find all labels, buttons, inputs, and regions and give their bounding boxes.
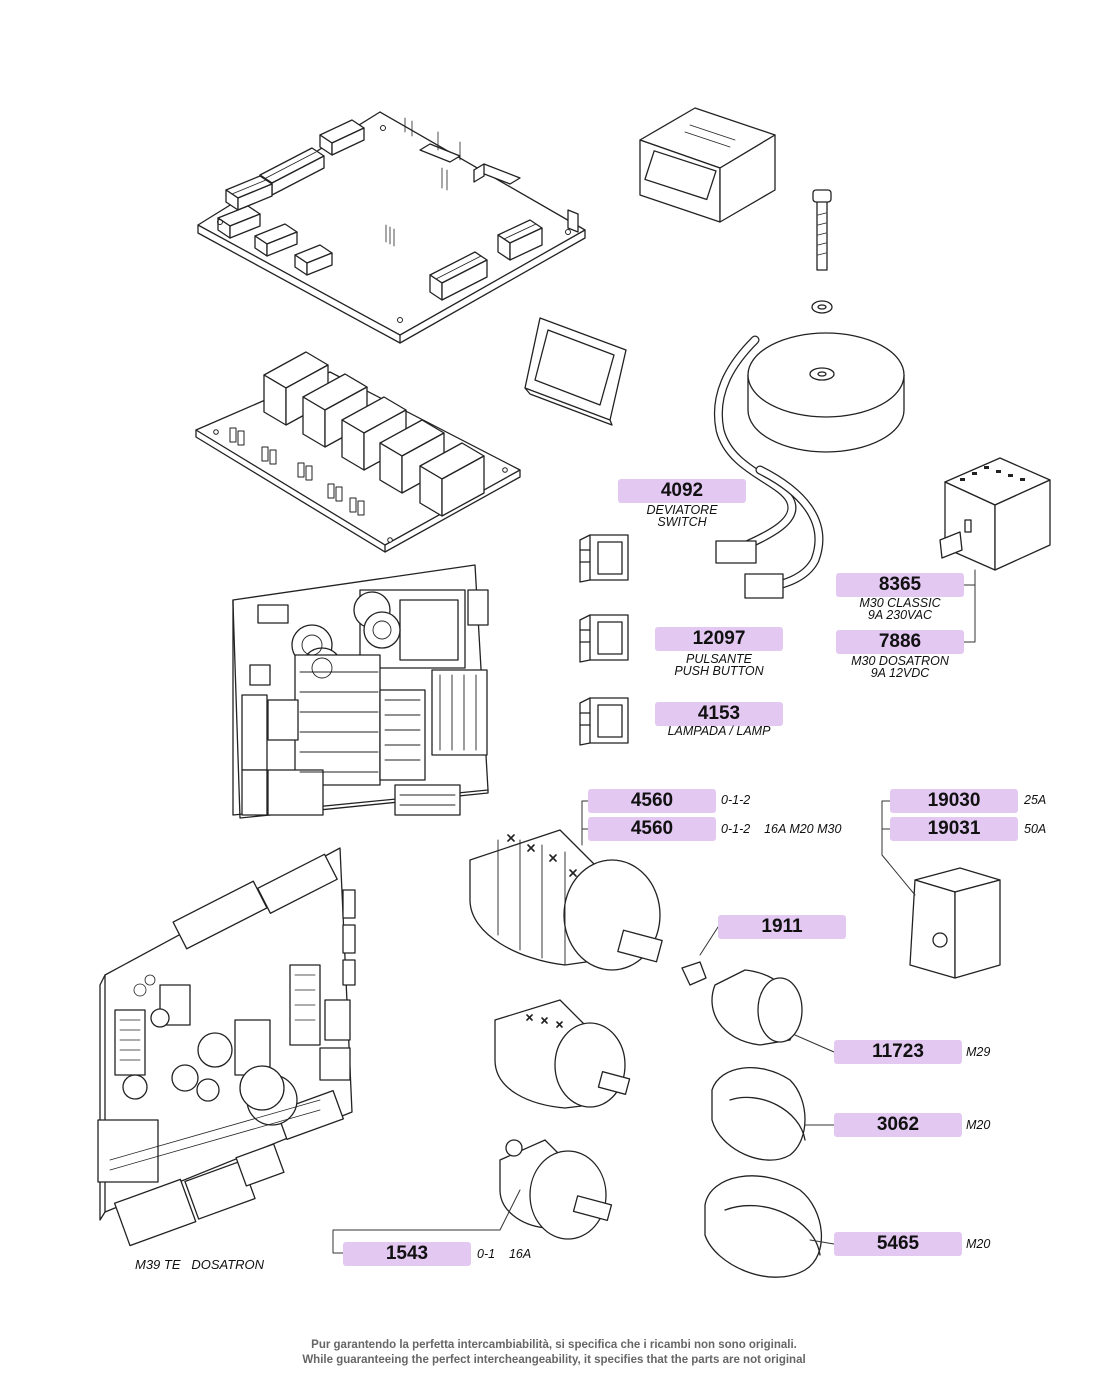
rotary-switch-medium: [494, 999, 631, 1109]
caption-9a-12vdc: 9A 12VDC: [870, 666, 930, 680]
contactor: [939, 457, 1051, 571]
rotary-switch-small: [499, 1139, 613, 1240]
rotary-switch-large: [469, 829, 663, 971]
knob-5465: [704, 1175, 823, 1278]
knob-11723: [711, 969, 803, 1046]
note-19030: 25A: [1024, 793, 1047, 807]
note-1543: 0-1 16A: [477, 1247, 532, 1261]
relay-module: [639, 107, 776, 223]
caption-push-button: PUSH BUTTON: [674, 664, 764, 678]
knob-3062: [711, 1067, 806, 1161]
part-code-1911: 1911: [718, 915, 846, 939]
note-3062: M20: [966, 1118, 991, 1132]
relay-board: [195, 351, 521, 553]
footer-disclaimer-en: While guaranteeing the perfect interchea…: [302, 1354, 806, 1366]
note-11723: M29: [966, 1045, 991, 1059]
note-19031: 50A: [1024, 822, 1047, 836]
lcd-display: [524, 317, 627, 426]
note-5465: M20: [966, 1237, 991, 1251]
switch-12097: [579, 614, 629, 663]
caption-9a-230vac: 9A 230VAC: [867, 608, 933, 622]
switch-4153: [579, 697, 629, 746]
part-code-4153: 4153: [655, 702, 783, 726]
electronic-board-m39: [97, 847, 356, 1247]
note-4560-b: 0-1-2 16A M20 M30: [721, 822, 842, 836]
knob-clip-1911: [681, 961, 707, 986]
control-board-top: [197, 111, 586, 344]
caption-lampada: LAMPADA / LAMP: [667, 724, 771, 738]
board-label: M39 TE DOSATRON: [135, 1257, 265, 1272]
caption-m30-classic: M30 CLASSIC: [859, 596, 941, 610]
part-code-19031: 19031: [890, 817, 1018, 841]
leader-lines: [332, 569, 976, 1254]
part-code-19030: 19030: [890, 789, 1018, 813]
caption-switch: SWITCH: [657, 515, 707, 529]
part-code-1543: 1543: [343, 1242, 471, 1266]
terminal-block: [909, 867, 1001, 979]
part-code-4560-b: 4560: [588, 817, 716, 841]
part-code-8365: 8365: [836, 573, 964, 597]
caption-m30-dosatron: M30 DOSATRON: [851, 654, 949, 668]
part-code-5465: 5465: [834, 1232, 962, 1256]
switch-4092: [579, 534, 629, 583]
footer-disclaimer-it: Pur garantendo la perfetta intercambiabi…: [311, 1339, 797, 1351]
transformer: [714, 189, 905, 599]
part-code-3062: 3062: [834, 1113, 962, 1137]
part-code-12097: 12097: [655, 627, 783, 651]
part-code-11723: 11723: [834, 1040, 962, 1064]
part-code-7886: 7886: [836, 630, 964, 654]
caption-deviatore: DEVIATORE: [646, 503, 718, 517]
power-board: [232, 564, 489, 819]
part-code-4092: 4092: [618, 479, 746, 503]
part-code-4560-a: 4560: [588, 789, 716, 813]
caption-pulsante: PULSANTE: [686, 652, 752, 666]
note-4560-a: 0-1-2: [721, 793, 751, 807]
